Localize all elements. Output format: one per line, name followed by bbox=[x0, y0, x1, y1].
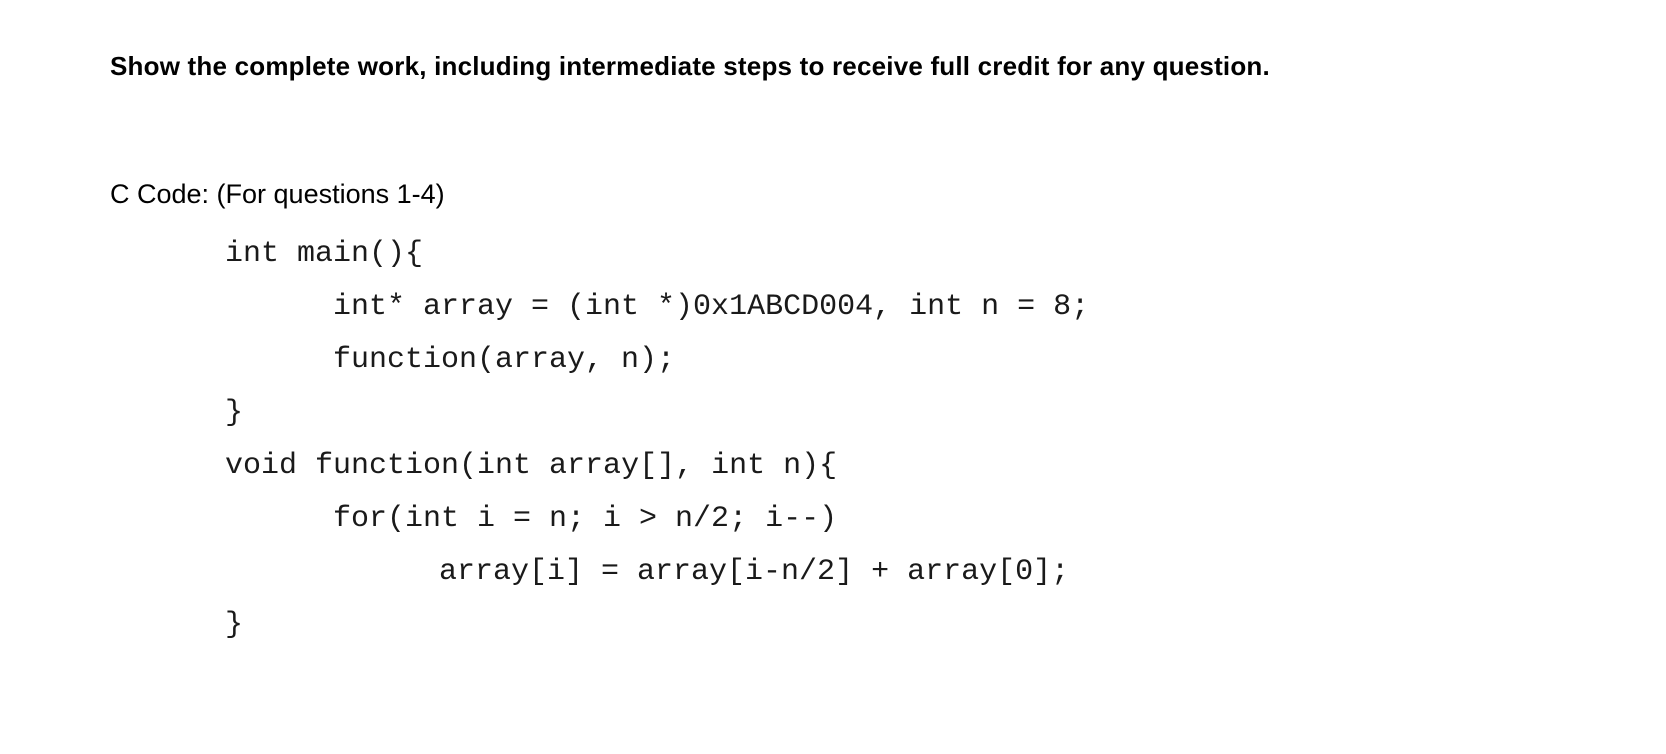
code-line: array[i] = array[i-n/2] + array[0]; bbox=[439, 555, 1070, 589]
code-line: void function(int array[], int n){ bbox=[225, 449, 838, 483]
code-section-label: C Code: (For questions 1-4) bbox=[110, 179, 445, 209]
instruction-text: Show the complete work, including interm… bbox=[110, 51, 1270, 81]
code-line: } bbox=[225, 396, 244, 430]
code-line: } bbox=[225, 608, 244, 642]
code-line: int* array = (int *)0x1ABCD004, int n = … bbox=[333, 290, 1090, 324]
code-line: for(int i = n; i > n/2; i--) bbox=[333, 502, 838, 536]
code-line: int main(){ bbox=[225, 237, 424, 271]
code-block: int main(){ int* array = (int *)0x1ABCD00… bbox=[225, 228, 1089, 652]
code-line: function(array, n); bbox=[333, 343, 676, 377]
